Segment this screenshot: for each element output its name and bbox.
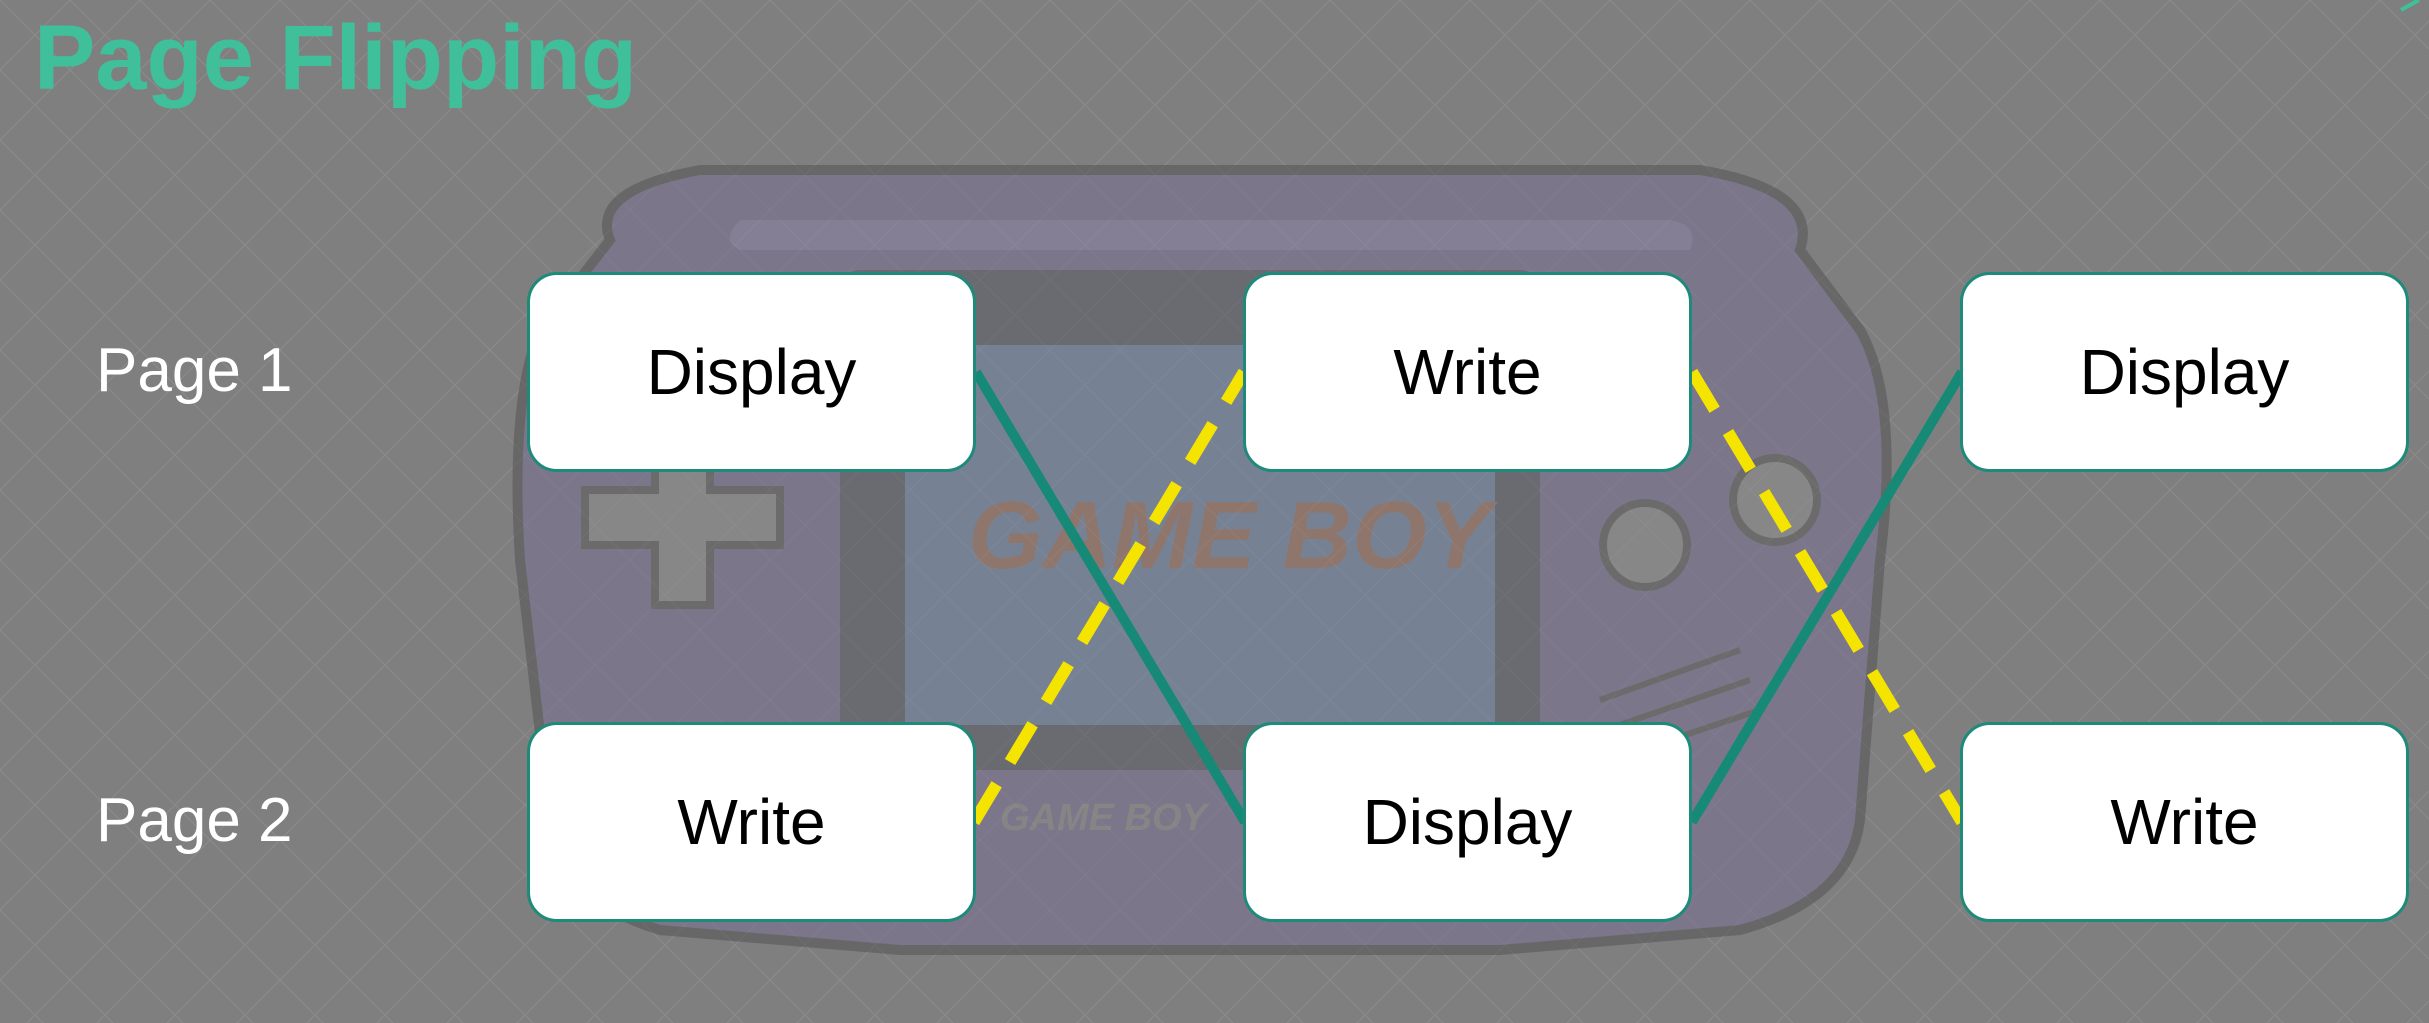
- stage-3-page1-box: Display: [1960, 272, 2409, 472]
- body-logo-text: GAME BOY: [1000, 797, 1211, 839]
- stage-1-page2-box: Write: [527, 722, 976, 922]
- row-label-page1: Page 1: [96, 336, 293, 405]
- row-label-page2: Page 2: [96, 786, 293, 855]
- stage-2-page1-box: Write: [1243, 272, 1692, 472]
- stage-2-page2-box: Display: [1243, 722, 1692, 922]
- corner-accent: [2400, 0, 2420, 12]
- page-title: Page Flipping: [34, 7, 638, 109]
- screen-logo-text: GAME BOY: [968, 482, 1499, 589]
- stage-3-page2-box: Write: [1960, 722, 2409, 922]
- stage-1-page1-box: Display: [527, 272, 976, 472]
